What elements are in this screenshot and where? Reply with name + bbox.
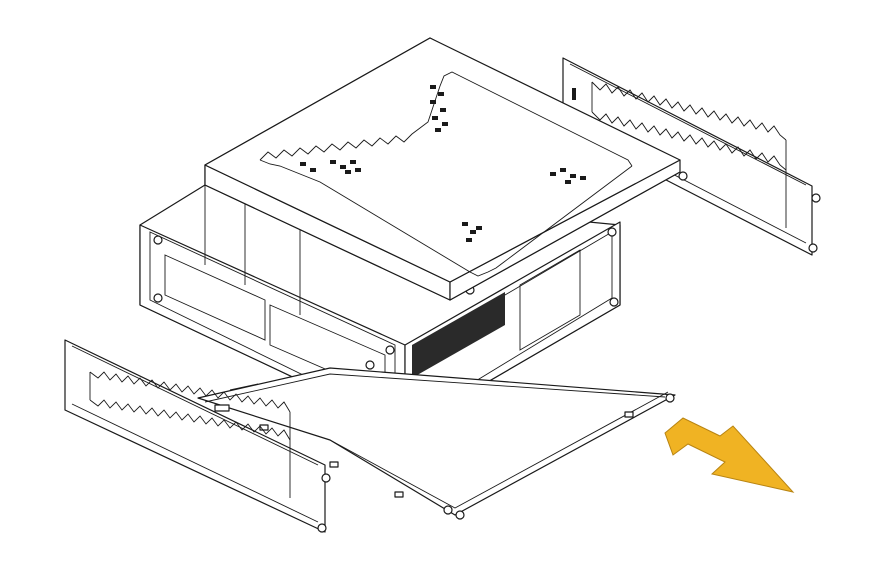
- right-side-panel: [562, 57, 821, 256]
- bottom-tray: [197, 367, 676, 520]
- removal-arrow-icon: [664, 417, 795, 493]
- top-cover: [204, 37, 681, 301]
- left-side-panel: [64, 339, 331, 533]
